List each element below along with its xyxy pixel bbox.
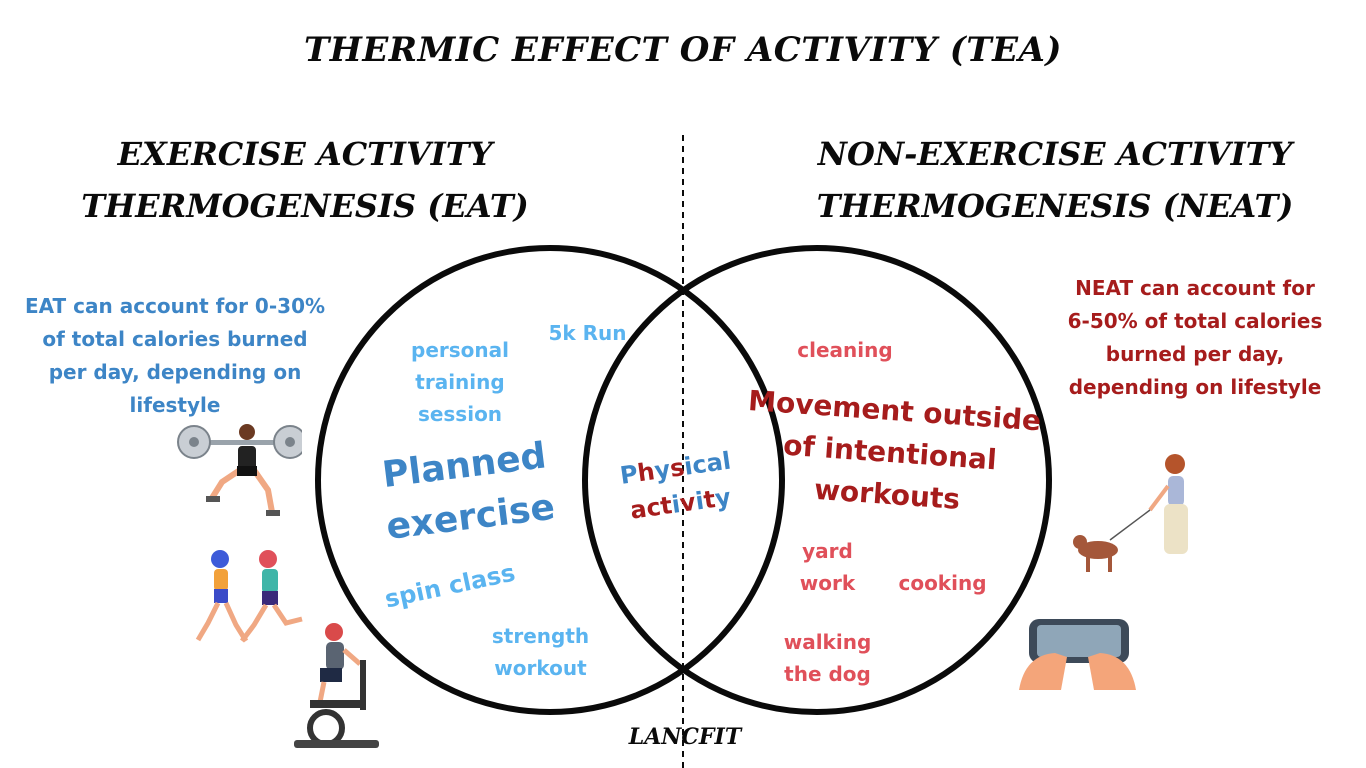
word-line: yard [802, 539, 853, 563]
word-line: work [799, 571, 856, 595]
neat-note: NEAT can account for 6-50% of total calo… [1025, 272, 1365, 404]
eat-note: EAT can account for 0-30% of total calor… [5, 290, 345, 422]
eat-circle [315, 245, 785, 715]
letter: y [713, 482, 733, 513]
eat-heading-line2: THERMOGENESIS (EAT) [81, 187, 529, 225]
neat-heading-line2: THERMOGENESIS (NEAT) [816, 187, 1294, 225]
word-line: session [417, 402, 503, 426]
eat-note-line: per day, depending on [48, 360, 302, 384]
eat-heading-line1: EXERCISE ACTIVITY [117, 135, 493, 173]
word-5k-run: 5k Run [548, 321, 627, 345]
word-line: walking [783, 630, 872, 654]
runners-illustration [195, 550, 303, 643]
page-title: THERMIC EFFECT OF ACTIVITY (TEA) [303, 30, 1063, 70]
neat-note-line: burned per day, [1105, 342, 1285, 366]
neat-heading: NON-EXERCISE ACTIVITY THERMOGENESIS (NEA… [790, 128, 1320, 232]
spin-cyclist-illustration [294, 623, 379, 748]
word-yard-work: yard work [790, 535, 865, 599]
word-walking-the-dog: walking the dog [770, 626, 885, 690]
neat-heading-line1: NON-EXERCISE ACTIVITY [817, 135, 1293, 173]
word-line: personal [411, 338, 509, 362]
word-line: training [415, 370, 505, 394]
word-movement-outside: Movement outside of intentional workouts [741, 380, 1042, 526]
eat-note-line: of total calories burned [42, 327, 308, 351]
word-strength-workout: strength workout [478, 620, 603, 684]
dog-walker-illustration [1073, 454, 1188, 572]
neat-note-line: depending on lifestyle [1068, 375, 1322, 399]
word-line: the dog [784, 662, 871, 686]
brand-label: LANCFIT [628, 724, 742, 750]
neat-note-line: NEAT can account for [1075, 276, 1315, 300]
eat-heading: EXERCISE ACTIVITY THERMOGENESIS (EAT) [40, 128, 570, 232]
neat-note-line: 6-50% of total calories [1067, 309, 1323, 333]
word-line: strength [491, 624, 590, 648]
word-cleaning: cleaning [797, 338, 893, 362]
weightlifter-illustration [177, 424, 302, 516]
word-personal-training: personal training session [395, 334, 525, 430]
word-line: workout [494, 656, 587, 680]
word-cooking: cooking [898, 571, 987, 595]
typing-keyboard-illustration [1019, 619, 1136, 690]
eat-note-line: EAT can account for 0-30% [24, 294, 326, 318]
neat-circle [582, 245, 1052, 715]
eat-note-line: lifestyle [129, 393, 221, 417]
